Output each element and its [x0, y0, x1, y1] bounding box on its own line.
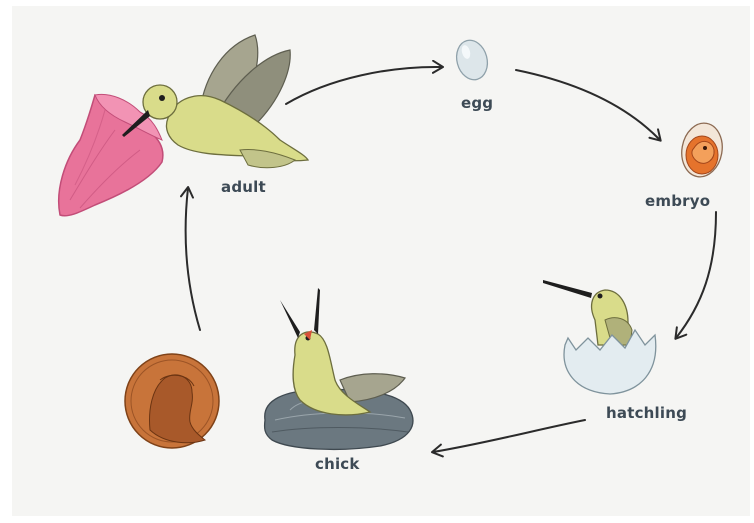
embryo-icon — [678, 120, 727, 180]
egg-label: egg — [461, 94, 493, 112]
arrow-hatchling-to-chick — [433, 420, 585, 452]
arrow-adult-to-egg — [286, 67, 442, 104]
hatchling-icon — [543, 280, 656, 394]
arrow-egg-to-embryo — [516, 70, 660, 140]
penny-icon — [125, 354, 219, 448]
chick-label: chick — [315, 455, 360, 473]
hatchling-label: hatchling — [606, 404, 687, 422]
chick-in-nest-icon — [265, 288, 413, 449]
arrow-penny-to-adult — [186, 188, 200, 330]
egg-icon — [452, 37, 491, 83]
adult-label: adult — [221, 178, 266, 196]
arrow-embryo-to-hatchling — [676, 212, 716, 338]
embryo-label: embryo — [645, 192, 710, 210]
